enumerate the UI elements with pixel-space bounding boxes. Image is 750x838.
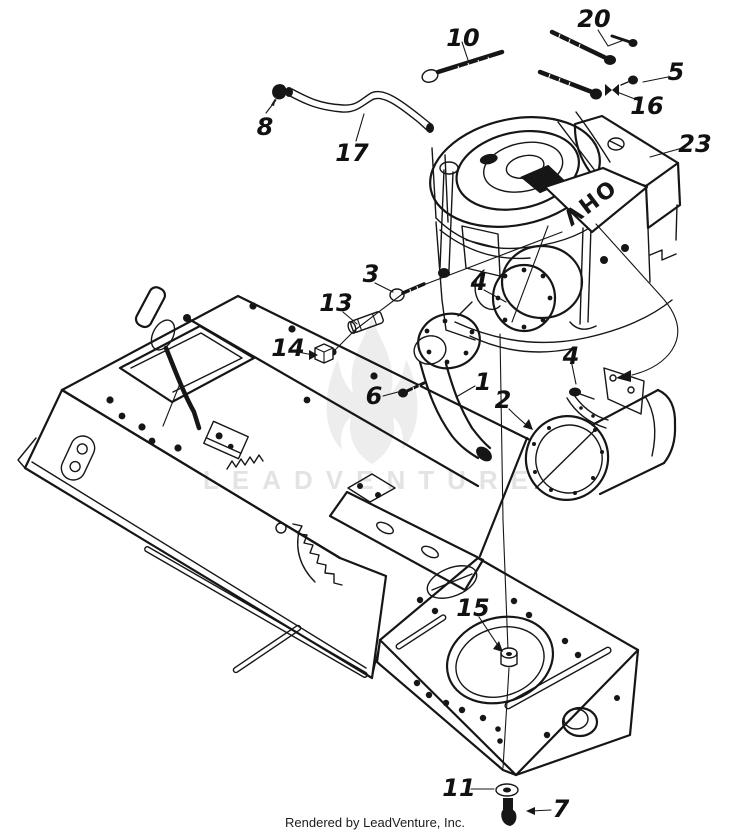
footer-credit: Rendered by LeadVenture, Inc.: [285, 815, 465, 830]
lift-rod: [144, 546, 368, 678]
platform-holes: [413, 596, 620, 744]
callout-numbers: 10 20 5 16 8 17 23 3 13 14 4 4 6 1 2 15 …: [257, 5, 712, 823]
fuel-cap-icon: [607, 137, 625, 151]
side-panel-slot-plate: [60, 435, 96, 481]
frame-rail-strip: [328, 473, 485, 592]
deck-bracket: [203, 420, 249, 460]
callout-8[interactable]: 8: [257, 113, 274, 141]
engine-platform: [371, 556, 640, 777]
callout-3[interactable]: 3: [363, 260, 380, 288]
bolt-20: [549, 29, 638, 65]
watermark-text: LEADVENTURE: [203, 465, 541, 495]
callout-1[interactable]: 1: [475, 368, 492, 396]
spacer-13: [347, 311, 384, 334]
frame-bolts: [106, 302, 378, 452]
callout-4b[interactable]: 4: [562, 342, 580, 370]
shift-lever: [134, 286, 202, 431]
callout-6[interactable]: 6: [366, 382, 383, 410]
frame-chassis: [17, 286, 640, 777]
bolt-10: [421, 49, 505, 83]
nut-15: [500, 647, 518, 668]
exhaust-pipe: [413, 301, 492, 462]
flame-watermark-icon: [326, 318, 418, 464]
callout-15[interactable]: 15: [456, 594, 489, 622]
callout-4a[interactable]: 4: [470, 268, 488, 296]
callout-16[interactable]: 16: [630, 92, 663, 120]
bolt-3: [389, 282, 426, 302]
hardware: [271, 29, 638, 826]
bolt-16: [537, 69, 619, 100]
nut-14: [314, 291, 406, 364]
muffler: [524, 367, 677, 501]
fuel-tank: [573, 114, 682, 283]
screw-6: [398, 381, 426, 398]
callout-5[interactable]: 5: [668, 58, 685, 86]
short-rod: [232, 624, 302, 674]
fuel-line-17: [285, 87, 434, 133]
callout-13[interactable]: 13: [319, 289, 352, 317]
callout-10[interactable]: 10: [446, 24, 479, 52]
callout-7[interactable]: 7: [553, 795, 570, 823]
leader-arrowheads: [309, 350, 535, 815]
callout-23[interactable]: 23: [678, 130, 711, 158]
muffler-bracket: [566, 367, 645, 429]
callout-2[interactable]: 2: [495, 386, 512, 414]
clip-8: [271, 84, 287, 106]
callout-11[interactable]: 11: [442, 774, 475, 802]
bolt-4b: [569, 387, 595, 400]
screw-5: [620, 75, 638, 86]
callout-17[interactable]: 17: [335, 139, 369, 167]
bolt-7: [501, 798, 517, 826]
callout-20[interactable]: 20: [577, 5, 610, 33]
callout-14[interactable]: 14: [271, 334, 304, 362]
washer-11: [495, 783, 519, 797]
sector-gear: [275, 522, 343, 586]
leadventure-watermark: LEADVENTURE: [203, 318, 541, 495]
